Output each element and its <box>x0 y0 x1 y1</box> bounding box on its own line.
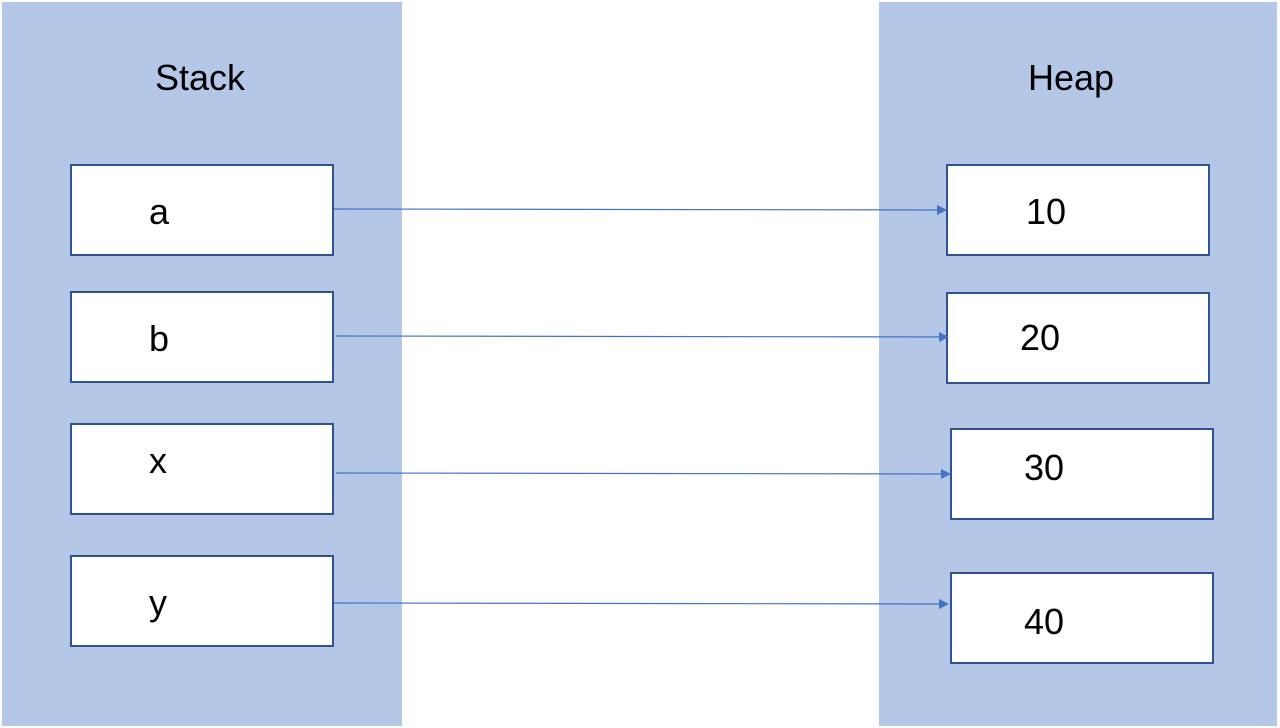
heap-cell-label: 40 <box>1024 601 1065 642</box>
stack-cell-label: y <box>149 582 167 623</box>
arrow-a-to-10 <box>333 204 947 215</box>
stack-cell-label: a <box>149 191 170 232</box>
heap-title: Heap <box>1027 57 1115 98</box>
heap-cell-label: 10 <box>1026 191 1067 232</box>
stack-cell-a: a <box>70 164 334 256</box>
heap-cell-10: 10 <box>946 164 1210 256</box>
heap-cell-label: 20 <box>1020 317 1061 358</box>
stack-cell-x: x <box>70 423 334 515</box>
arrow-x-to-30 <box>335 468 951 479</box>
heap-cell-40: 40 <box>950 572 1214 664</box>
arrow-y-to-40 <box>333 598 949 609</box>
stack-cell-label: b <box>149 318 170 359</box>
stack-cell-label: x <box>149 440 167 481</box>
heap-cell-30: 30 <box>950 428 1214 520</box>
stack-title: Stack <box>154 57 246 98</box>
stack-cell-b: b <box>70 291 334 383</box>
heap-cell-20: 20 <box>946 292 1210 384</box>
heap-cell-label: 30 <box>1024 447 1065 488</box>
stack-cell-y: y <box>70 555 334 647</box>
arrow-b-to-20 <box>335 331 949 342</box>
